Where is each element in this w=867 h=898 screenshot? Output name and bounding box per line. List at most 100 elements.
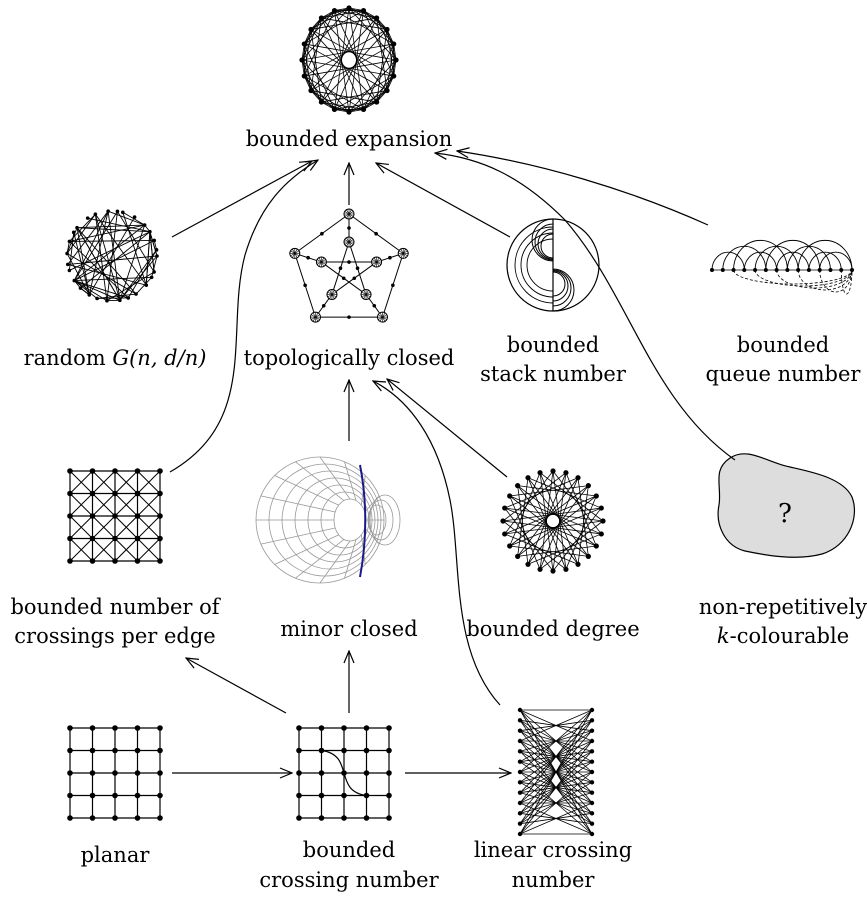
crossed-grid-icon [67, 468, 163, 564]
edge [145, 231, 151, 286]
vertex [149, 275, 154, 280]
vertex [134, 770, 141, 776]
vertex [308, 87, 314, 94]
label-nonrepetitive-k: k [717, 624, 730, 648]
queue-arc [733, 240, 788, 271]
edge [301, 59, 350, 113]
edge [509, 545, 589, 557]
vertex [134, 468, 141, 474]
vertex [360, 7, 367, 14]
vertex [589, 811, 595, 816]
edge [386, 29, 395, 77]
vertex [134, 535, 141, 542]
queue-dashed-arc [776, 269, 853, 289]
vertex [589, 821, 595, 826]
vertex [589, 707, 595, 713]
queue-arc [797, 240, 853, 271]
vertex [500, 518, 506, 524]
edge [151, 255, 158, 278]
subdivided-petersen-graph-icon [289, 208, 409, 323]
hub-spoke [316, 259, 326, 265]
edge [376, 17, 388, 91]
vertex [89, 725, 96, 731]
vertex [318, 815, 325, 821]
vertex [593, 493, 599, 499]
arrow-stack-to-expansion [376, 163, 511, 238]
edge [127, 249, 157, 299]
vertex [585, 553, 591, 559]
label-bounded-crossing-line1: bounded [303, 838, 395, 862]
vertex [308, 26, 314, 33]
vertex [341, 815, 347, 821]
edge [363, 10, 395, 77]
edge [74, 280, 121, 301]
edge [334, 75, 394, 110]
subdivision-vertex [374, 231, 378, 236]
vertex [106, 209, 110, 213]
edge [517, 545, 597, 557]
vertex [589, 718, 595, 723]
edge [137, 470, 161, 494]
hub-spoke [311, 314, 320, 320]
subdivision-vertex [321, 303, 326, 308]
vertex [341, 770, 347, 776]
mesh-spoke [319, 456, 351, 500]
edge [304, 10, 364, 45]
edge [135, 276, 152, 295]
edge [95, 213, 147, 286]
subdivision-vertex [372, 303, 377, 308]
vertex [157, 770, 163, 776]
edge [310, 43, 394, 91]
vertex [537, 470, 543, 476]
queue-arc [776, 251, 810, 271]
vertex [346, 109, 352, 115]
vertex [67, 490, 73, 497]
vertex [537, 566, 543, 572]
vertex [796, 268, 801, 272]
labels: bounded expansion random G(n, d/n) topol… [10, 127, 867, 892]
mesh-spoke [344, 539, 357, 579]
vertex [112, 490, 118, 497]
edge [80, 287, 90, 296]
edge [519, 802, 593, 835]
edge [509, 472, 541, 547]
vertex [341, 747, 347, 754]
edge [114, 515, 138, 539]
edge [504, 470, 554, 535]
vertex [134, 747, 141, 754]
label-minor-closed: minor closed [280, 617, 417, 641]
hub-spoke [378, 314, 387, 320]
vertex [386, 815, 392, 821]
edge [114, 538, 138, 562]
vertex [155, 254, 159, 258]
vertex [296, 770, 302, 776]
stack-arc [552, 268, 575, 312]
vertex [363, 747, 370, 754]
vertex [589, 728, 595, 733]
vertex [589, 790, 595, 795]
edge [310, 7, 350, 30]
vertex [386, 792, 392, 799]
arrow-random-to-expansion [171, 161, 312, 238]
vertex [563, 566, 569, 572]
edge [519, 709, 593, 773]
vertex [318, 770, 325, 776]
vertex [75, 225, 79, 230]
vertex [112, 513, 118, 519]
mesh-spoke [260, 495, 336, 513]
mesh-spoke [295, 461, 345, 501]
vertex [774, 268, 779, 272]
vertex [134, 558, 141, 564]
vertex [563, 470, 569, 476]
edge [539, 520, 604, 570]
vertex [753, 268, 758, 272]
vertex [67, 535, 73, 542]
vertex [575, 561, 581, 567]
vertex [67, 725, 73, 731]
vertex [152, 238, 157, 243]
label-random-math: G(n, d/n) [112, 346, 206, 370]
vertex [89, 490, 96, 497]
subdivision-vertex [320, 231, 324, 236]
vertex [817, 268, 822, 272]
edge [552, 470, 602, 535]
